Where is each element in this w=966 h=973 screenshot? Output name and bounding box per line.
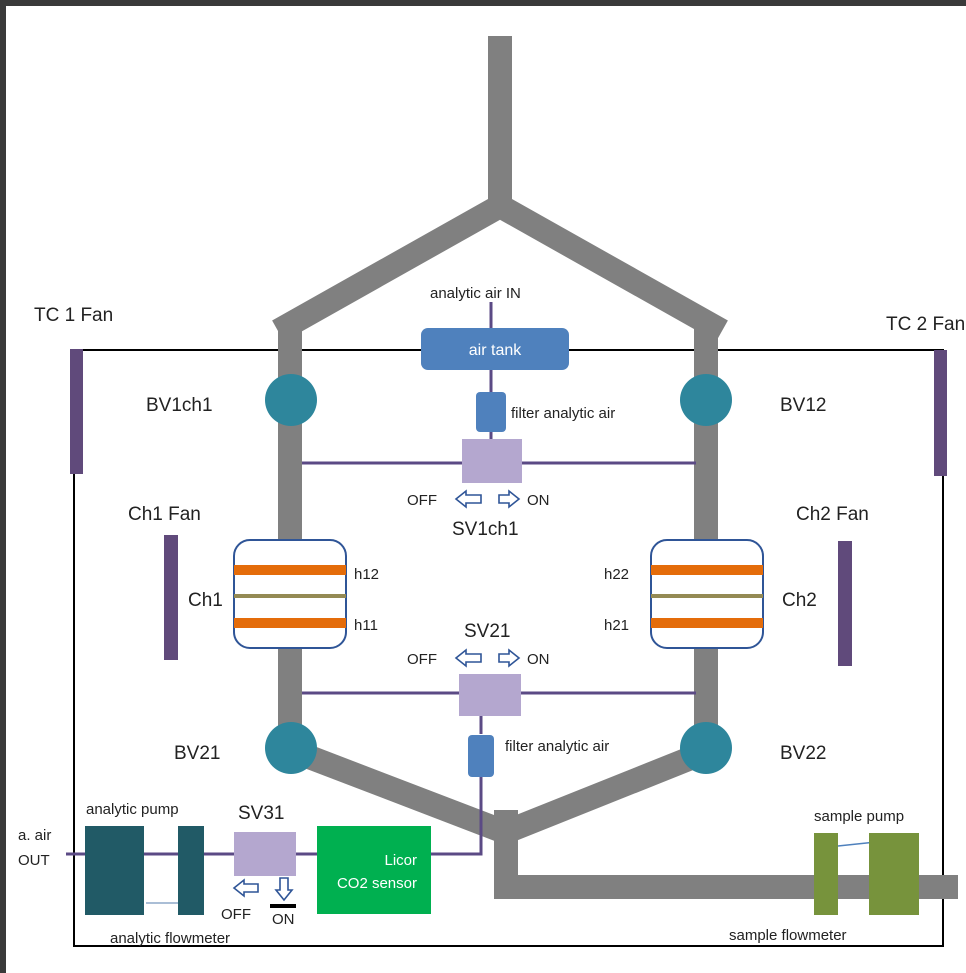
analytic-air-in-label: analytic air IN xyxy=(430,285,521,302)
licor-label-2: CO2 sensor xyxy=(337,875,417,892)
analytic-flowmeter-block xyxy=(178,826,204,915)
sv31-off-label: OFF xyxy=(221,906,251,923)
sv21-on-label: ON xyxy=(527,651,550,668)
bv1ch1-valve xyxy=(265,374,317,426)
sv31-label: SV31 xyxy=(238,803,284,824)
filter-bottom-label: filter analytic air xyxy=(505,738,609,755)
tc1-fan-bar xyxy=(70,349,83,474)
tc2-fan-label: TC 2 Fan xyxy=(886,314,965,335)
ch1-fan-label: Ch1 Fan xyxy=(128,504,201,525)
sample-flowmeter-block xyxy=(814,833,838,915)
sv31-on-arrow-icon xyxy=(274,877,294,902)
arrow-icons xyxy=(232,489,521,902)
ball-valves xyxy=(265,374,732,774)
bv12-label: BV12 xyxy=(780,395,826,416)
h11-label: h11 xyxy=(354,617,378,634)
analytic-pump-label: analytic pump xyxy=(86,801,179,818)
sv21-label: SV21 xyxy=(464,621,510,642)
licor-co2-sensor xyxy=(317,826,431,914)
h22-label: h22 xyxy=(604,566,629,583)
sample-pump-label: sample pump xyxy=(814,808,904,825)
sv1ch1-label: SV1ch1 xyxy=(452,519,519,540)
bv1ch1-label: BV1ch1 xyxy=(146,395,213,416)
sv31-valve xyxy=(234,832,296,876)
sv21-on-arrow-icon xyxy=(498,648,521,668)
sv1ch1-on-label: ON xyxy=(527,492,550,509)
filter-top-label: filter analytic air xyxy=(511,405,615,422)
sample-pump-block xyxy=(869,833,919,915)
licor-label-1: Licor xyxy=(384,852,417,869)
sv21-off-arrow-icon xyxy=(454,648,482,668)
bv21-label: BV21 xyxy=(174,743,220,764)
sample-flowmeter-label: sample flowmeter xyxy=(729,927,847,944)
chamber-1 xyxy=(233,539,347,649)
sv1ch1-off-label: OFF xyxy=(407,492,437,509)
bv22-valve xyxy=(680,722,732,774)
ch2-fan-bar xyxy=(838,541,852,666)
sv21-off-label: OFF xyxy=(407,651,437,668)
air-out-label-2: OUT xyxy=(18,852,50,869)
sv1-off-arrow-icon xyxy=(454,489,482,509)
filter-bottom xyxy=(468,735,494,777)
ch2-fan-label: Ch2 Fan xyxy=(796,504,869,525)
sv21-valve xyxy=(459,674,521,716)
sv31-on-bar xyxy=(270,904,296,908)
sv1-on-arrow-icon xyxy=(498,489,521,509)
diagram-canvas: air tank Licor CO2 sensor xyxy=(6,6,966,973)
air-tank xyxy=(421,328,569,370)
chamber-2 xyxy=(650,539,764,649)
analytic-flowmeter-label: analytic flowmeter xyxy=(110,930,230,947)
air-out-label-1: a. air xyxy=(18,827,51,844)
gas-flow-diagram: air tank Licor CO2 sensor xyxy=(18,36,965,947)
bv12-valve xyxy=(680,374,732,426)
sv31-off-arrow-icon xyxy=(232,878,259,898)
air-tank-label: air tank xyxy=(469,342,522,359)
bv21-valve xyxy=(265,722,317,774)
h12-label: h12 xyxy=(354,566,379,583)
h21-label: h21 xyxy=(604,617,629,634)
analytic-pump-block xyxy=(85,826,144,915)
analytic-air-lines xyxy=(66,302,696,856)
tc2-fan-bar xyxy=(934,350,947,476)
ch1-fan-bar xyxy=(164,535,178,660)
sv1ch1-valve xyxy=(462,439,522,483)
tc1-fan-label: TC 1 Fan xyxy=(34,305,113,326)
bv22-label: BV22 xyxy=(780,743,826,764)
filter-top xyxy=(476,392,506,432)
ch2-label: Ch2 xyxy=(782,590,817,611)
ch1-label: Ch1 xyxy=(188,590,223,611)
sv31-on-label: ON xyxy=(272,911,295,928)
